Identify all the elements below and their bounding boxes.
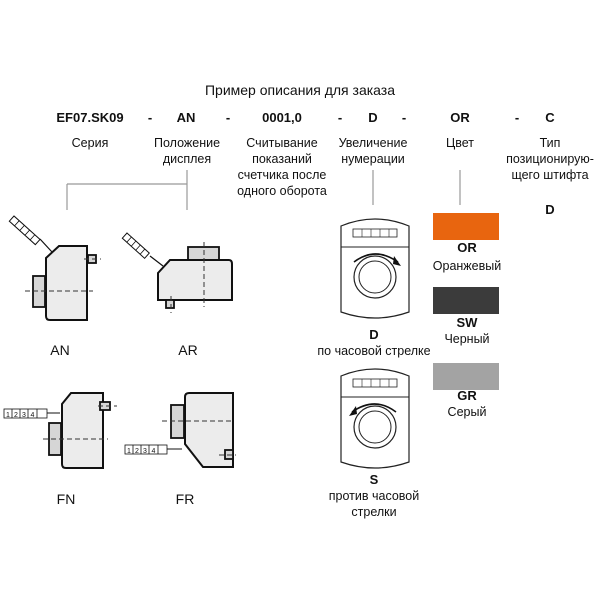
digit: 3 [143, 448, 147, 455]
device-fn-drawing: 1 2 3 4 [3, 392, 117, 469]
direction-s-label: против часовой [329, 489, 419, 503]
display-strip-icon [121, 232, 151, 259]
direction-s-label: стрелки [351, 505, 396, 519]
digit: 3 [22, 412, 26, 419]
digit: 1 [6, 412, 10, 419]
code-reading: 0001,0 [262, 110, 302, 125]
digit: 4 [152, 448, 156, 455]
code-labels: Серия Положение дисплея Считывание показ… [72, 136, 594, 217]
code-color: OR [450, 110, 470, 125]
direction-d-label: по часовой стрелке [317, 344, 430, 358]
device-fr-drawing: 1 2 3 4 [124, 392, 236, 468]
color-swatch-black [433, 287, 499, 314]
digit: 2 [14, 412, 18, 419]
color-or-name: Оранжевый [433, 259, 501, 273]
display-strip-icon: 1 2 3 4 [124, 444, 168, 455]
code-direction: D [368, 110, 377, 125]
digit: 1 [127, 448, 131, 455]
color-swatch-gray [433, 363, 499, 390]
code-display-position: AN [177, 110, 196, 125]
label-reading: счетчика после [238, 168, 327, 182]
display-strip-icon: 1 2 3 4 [3, 408, 48, 419]
code-separator: - [515, 110, 519, 125]
direction-s-code: S [370, 472, 379, 487]
device-ar-drawing [121, 232, 233, 313]
color-gr-name: Серый [448, 405, 487, 419]
dial-counterclockwise-drawing [340, 368, 410, 469]
label-series: Серия [72, 136, 109, 150]
position-fn-label: FN [57, 491, 76, 507]
position-an-label: AN [50, 342, 69, 358]
label-color: Цвет [446, 136, 474, 150]
label-display-position: дисплея [163, 152, 211, 166]
color-swatch-orange [433, 213, 499, 240]
digit: 2 [135, 448, 139, 455]
digit: 4 [31, 412, 35, 419]
label-direction: Увеличение [339, 136, 408, 150]
label-pin: позиционирую- [506, 152, 594, 166]
label-reading: Считывание [246, 136, 317, 150]
device-an-drawing [8, 215, 101, 321]
label-direction: нумерации [341, 152, 405, 166]
label-reading: одного оборота [237, 184, 327, 198]
label-display-position: Положение [154, 136, 220, 150]
color-gr-code: GR [457, 388, 477, 403]
code-pin: C [545, 110, 555, 125]
code-separator: - [402, 110, 406, 125]
position-ar-label: AR [178, 342, 197, 358]
code-separator: - [226, 110, 230, 125]
guide-lines [66, 170, 461, 210]
color-sw-name: Черный [444, 332, 489, 346]
code-series: EF07.SK09 [56, 110, 123, 125]
label-pin: щего штифта [511, 168, 588, 182]
diagram-title: Пример описания для заказа [205, 82, 395, 98]
pin-type-value: D [545, 202, 554, 217]
dial-clockwise-drawing [340, 218, 410, 319]
code-separator: - [148, 110, 152, 125]
color-or-code: OR [457, 240, 477, 255]
display-strip-icon [8, 215, 41, 246]
code-separator: - [338, 110, 342, 125]
order-code-row: EF07.SK09 - AN - 0001,0 - D - OR - C [56, 110, 555, 125]
position-fr-label: FR [176, 491, 195, 507]
direction-d-code: D [369, 327, 378, 342]
label-reading: показаний [252, 152, 312, 166]
color-sw-code: SW [457, 315, 479, 330]
label-pin: Тип [540, 136, 561, 150]
